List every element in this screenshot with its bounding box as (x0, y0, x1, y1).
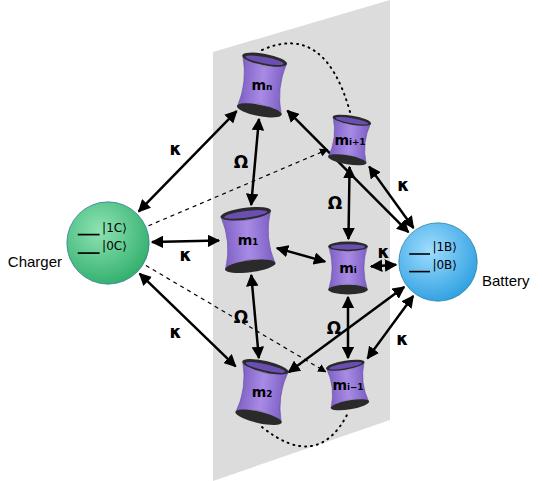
oscillator-label: mᵢ (327, 241, 369, 295)
coupling-arrow (289, 287, 405, 372)
qubit-heading: Battery (482, 272, 530, 289)
coupling-label: κ (396, 331, 408, 348)
mechanical-oscillator: m₁ (221, 207, 275, 273)
oscillator-label: m₂ (237, 360, 287, 424)
coupling-label: Ω (327, 319, 341, 336)
coupling-arrow (369, 167, 413, 228)
coupling-label: Ω (234, 308, 248, 325)
qubit-heading: Charger (8, 253, 62, 270)
mechanical-oscillator: mᵢ (327, 241, 369, 295)
mechanical-oscillator: mᵢ₋₁ (327, 360, 368, 410)
oscillator-label: mᵢ₋₁ (327, 360, 368, 410)
coupling-label: κ (170, 324, 182, 341)
coupling-arrow (140, 274, 236, 367)
charger-qubit: Charger|1C⟩|0C⟩ (66, 201, 150, 285)
coupling-label: κ (170, 141, 182, 158)
coupling-arrow (287, 111, 408, 233)
coupling-arrow (367, 296, 413, 358)
coupling-arrow (277, 248, 325, 261)
coupling-arrow (152, 241, 219, 242)
coupling-arrow (139, 111, 237, 211)
coupling-label: κ (377, 243, 389, 260)
coupling-arrow (251, 275, 259, 358)
oscillator-label: mᵢ₊₁ (329, 115, 370, 165)
mechanical-oscillator: m₂ (237, 360, 287, 424)
energy-level-label: |1C⟩ (102, 221, 127, 235)
coupling-label: κ (397, 177, 409, 194)
dashed-coupling (146, 265, 326, 371)
coupling-label: Ω (328, 195, 342, 212)
energy-level-label: |0B⟩ (432, 258, 457, 272)
dashed-coupling (148, 150, 327, 226)
energy-level-label: |1B⟩ (432, 240, 457, 254)
coupling-arrow (371, 265, 396, 267)
mechanical-oscillator: mₙ (238, 53, 286, 117)
coupling-arrow (251, 119, 259, 205)
coupling-label: κ (179, 247, 191, 264)
oscillator-label: m₁ (221, 207, 275, 273)
coupling-arrow (348, 167, 349, 239)
mechanical-oscillator: mᵢ₊₁ (329, 115, 370, 165)
energy-level-label: |0C⟩ (102, 239, 127, 253)
coupling-label: Ω (234, 154, 248, 171)
grey-plane (213, 0, 390, 481)
oscillator-label: mₙ (238, 53, 286, 117)
battery-qubit: Battery|1B⟩|0B⟩ (398, 222, 478, 302)
